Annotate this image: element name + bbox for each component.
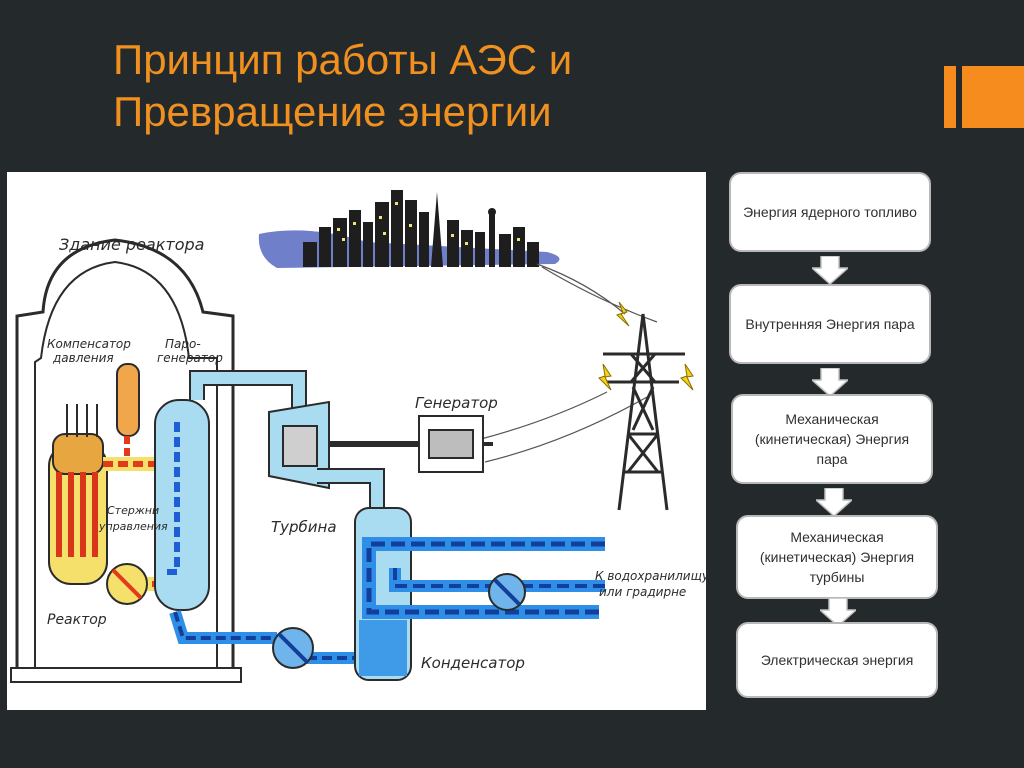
- arrow-down-icon: [820, 598, 856, 626]
- cold-loop: [169, 610, 363, 664]
- pressurizer: [116, 363, 140, 462]
- reactor-vessel: [48, 404, 108, 585]
- label-control-rods-1: Стержни: [107, 504, 159, 517]
- label-generator: Генератор: [415, 394, 498, 412]
- turbine: [268, 400, 427, 507]
- generator: [418, 415, 493, 473]
- reactor-building: [10, 238, 242, 683]
- label-steam-generator-2: генератор: [157, 351, 223, 365]
- city-skyline: [258, 190, 560, 268]
- flow-step-nuclear-fuel: Энергия ядерного топливо: [729, 172, 931, 252]
- label-control-rods-2: управления: [98, 520, 168, 533]
- label-pressurizer-2: давления: [52, 351, 114, 365]
- label-pressurizer-1: Компенсатор: [47, 337, 131, 351]
- flow-step-turbine-kinetic: Механическая (кинетическая) Энергия турб…: [736, 515, 938, 599]
- npp-diagram: Здание реактора Компенсатор давления Пар…: [7, 172, 706, 710]
- arrow-down-icon: [816, 488, 852, 516]
- slide-title: Принцип работы АЭС и Превращение энергии: [113, 34, 733, 138]
- arrow-down-icon: [812, 256, 848, 284]
- flow-step-electric: Электрическая энергия: [736, 622, 938, 698]
- cooling-pump: [488, 573, 526, 611]
- label-condenser: Конденсатор: [421, 654, 525, 672]
- transmission-tower: [603, 313, 685, 511]
- flow-step-label: Механическая (кинетическая) Энергия турб…: [759, 529, 915, 585]
- flow-step-steam-kinetic: Механическая (кинетическая) Энергия пара: [731, 394, 933, 484]
- label-reactor: Реактор: [47, 612, 107, 628]
- title-line-1: Принцип работы АЭС и: [113, 36, 573, 83]
- flow-step-steam-internal: Внутренняя Энергия пара: [729, 284, 931, 364]
- accent-bar-thin: [944, 66, 956, 128]
- label-turbine: Турбина: [271, 518, 337, 536]
- flow-step-label: Внутренняя Энергия пара: [745, 316, 915, 332]
- steam-pipe: [189, 370, 307, 410]
- flow-step-label: Энергия ядерного топливо: [743, 204, 917, 220]
- reactor-pump: [106, 563, 148, 605]
- label-reservoir-2: или градирне: [599, 585, 686, 599]
- spark-icon: [598, 301, 694, 391]
- flow-step-label: Электрическая энергия: [760, 652, 914, 668]
- flow-step-label: Механическая (кинетическая) Энергия пара: [754, 411, 910, 467]
- cooling-loop: [362, 537, 605, 619]
- arrow-down-icon: [812, 368, 848, 396]
- steam-generator: [154, 399, 210, 611]
- label-steam-generator-1: Паро-: [165, 337, 201, 351]
- feed-pump: [272, 627, 314, 669]
- title-line-2: Превращение энергии: [113, 88, 552, 135]
- label-reactor-building: Здание реактора: [59, 235, 204, 254]
- label-reservoir-1: К водохранилищу: [595, 569, 706, 583]
- accent-bar-wide: [962, 66, 1024, 128]
